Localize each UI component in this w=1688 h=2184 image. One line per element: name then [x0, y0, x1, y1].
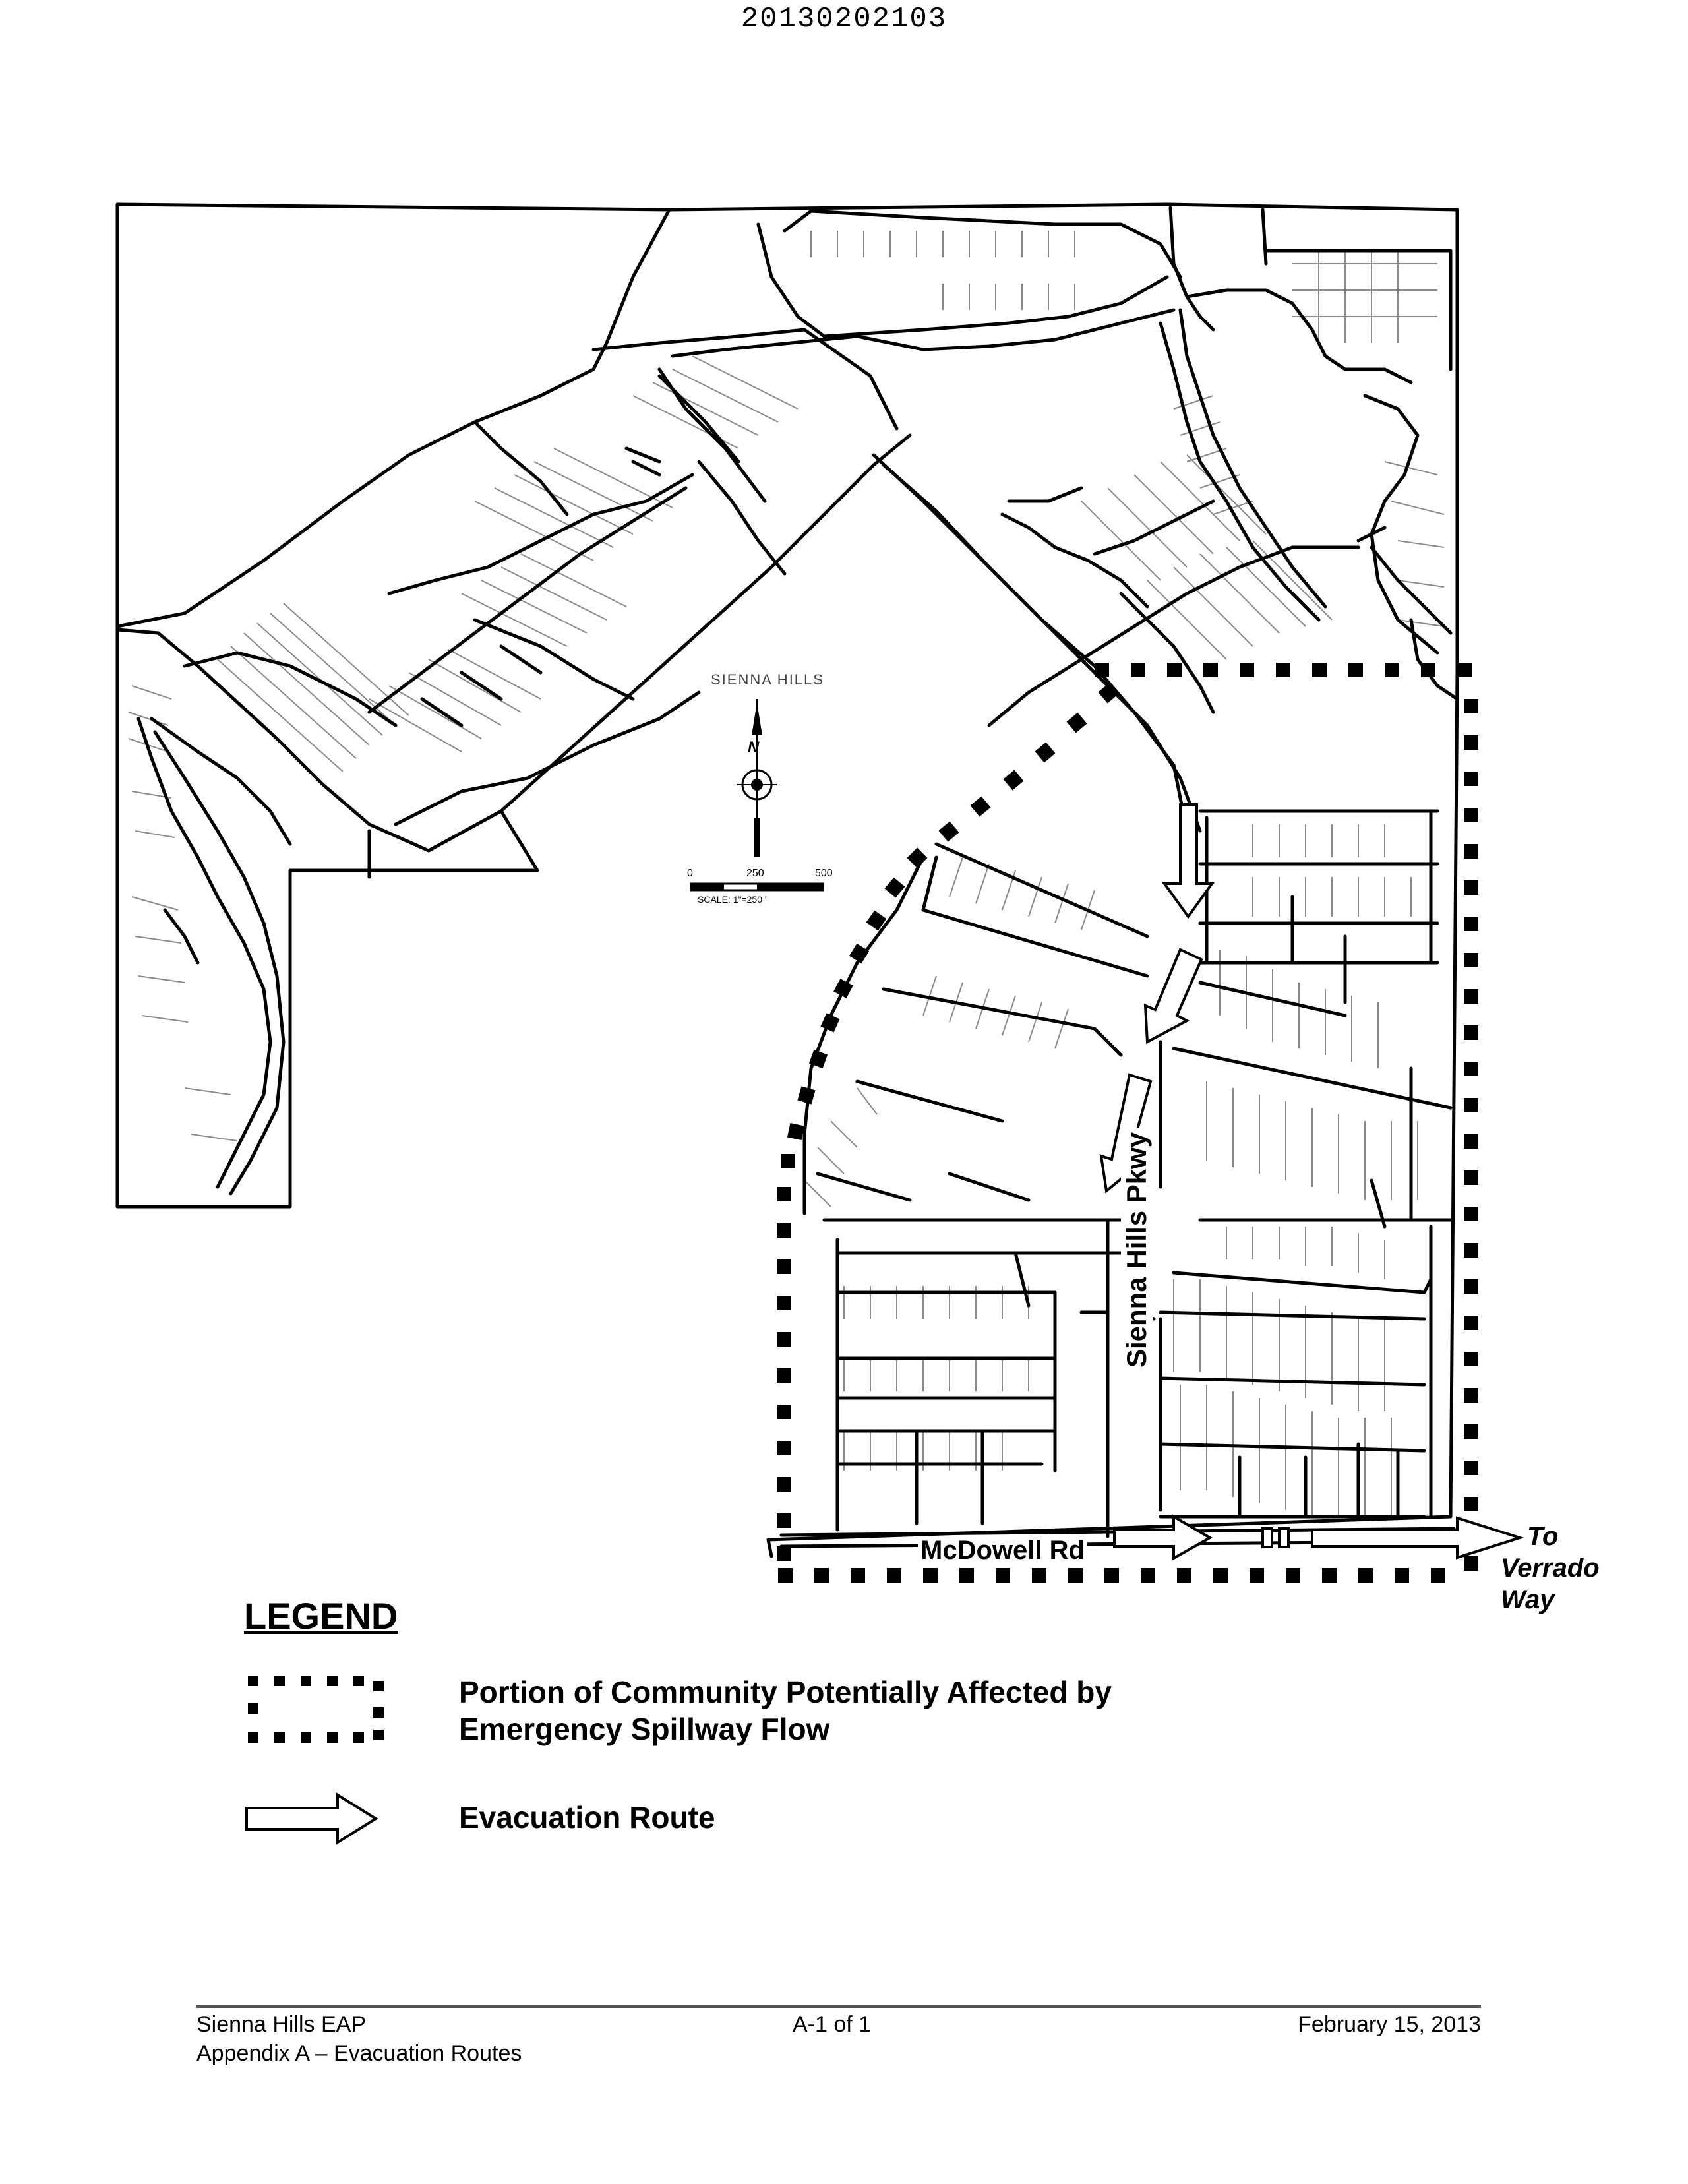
scale-caption: SCALE: 1"=250 ': [698, 894, 767, 905]
legend-evacuation-text: Evacuation Route: [459, 1800, 715, 1835]
map-title-label: SIENNA HILLS: [711, 671, 824, 688]
boundary-top: [1095, 663, 1472, 677]
destination-label-line2: Verrado: [1501, 1554, 1600, 1583]
road-network: [115, 202, 1459, 1558]
boundary-left: [777, 1187, 791, 1561]
evacuation-arrow-parkway-1: [1162, 803, 1215, 919]
north-arrow: [737, 699, 777, 857]
scale-tick-500: 500: [815, 868, 833, 879]
evacuation-routes: [1099, 803, 1524, 1561]
affected-area-boundary: [777, 663, 1478, 1583]
scale-tick-250: 250: [746, 868, 764, 879]
legend-boundary-text-line2: Emergency Spillway Flow: [459, 1712, 830, 1746]
evacuation-arrow-parkway-2: [1143, 948, 1203, 1045]
north-arrow-head-icon: [752, 702, 762, 735]
destination-label-line1: To: [1527, 1522, 1559, 1551]
scale-bar: [690, 882, 824, 892]
scale-tick-0: 0: [687, 868, 693, 879]
footer-date: February 15, 2013: [1298, 2012, 1481, 2037]
legend-title: LEGEND: [244, 1595, 398, 1637]
evacuation-arrow-mcdowell-1: [1113, 1514, 1213, 1561]
legend-boundary-text-line1: Portion of Community Potentially Affecte…: [459, 1675, 1112, 1709]
footer-left-line2: Appendix A – Evacuation Routes: [196, 2041, 522, 2066]
evacuation-route-legend-icon: [245, 1792, 378, 1845]
boundary-curve: [781, 682, 1119, 1168]
mcdowell-road-label: McDowell Rd: [918, 1536, 1087, 1564]
north-label: N: [748, 739, 760, 756]
boundary-right: [1464, 699, 1478, 1511]
parkway-label: Sienna Hills Pkwy: [1121, 1128, 1153, 1372]
evacuation-arrow-mcdowell-2: [1311, 1516, 1524, 1560]
footer-page-number: A-1 of 1: [793, 2012, 872, 2037]
document-id: 20130202103: [740, 3, 948, 36]
footer-rule: [196, 2005, 1481, 2008]
dotted-boundary-legend-icon: [248, 1676, 384, 1743]
footer-left-line1: Sienna Hills EAP: [196, 2012, 367, 2037]
boundary-bottom: [778, 1556, 1478, 1583]
destination-label-line3: Way: [1501, 1585, 1555, 1614]
lot-lines: [128, 231, 1445, 1517]
